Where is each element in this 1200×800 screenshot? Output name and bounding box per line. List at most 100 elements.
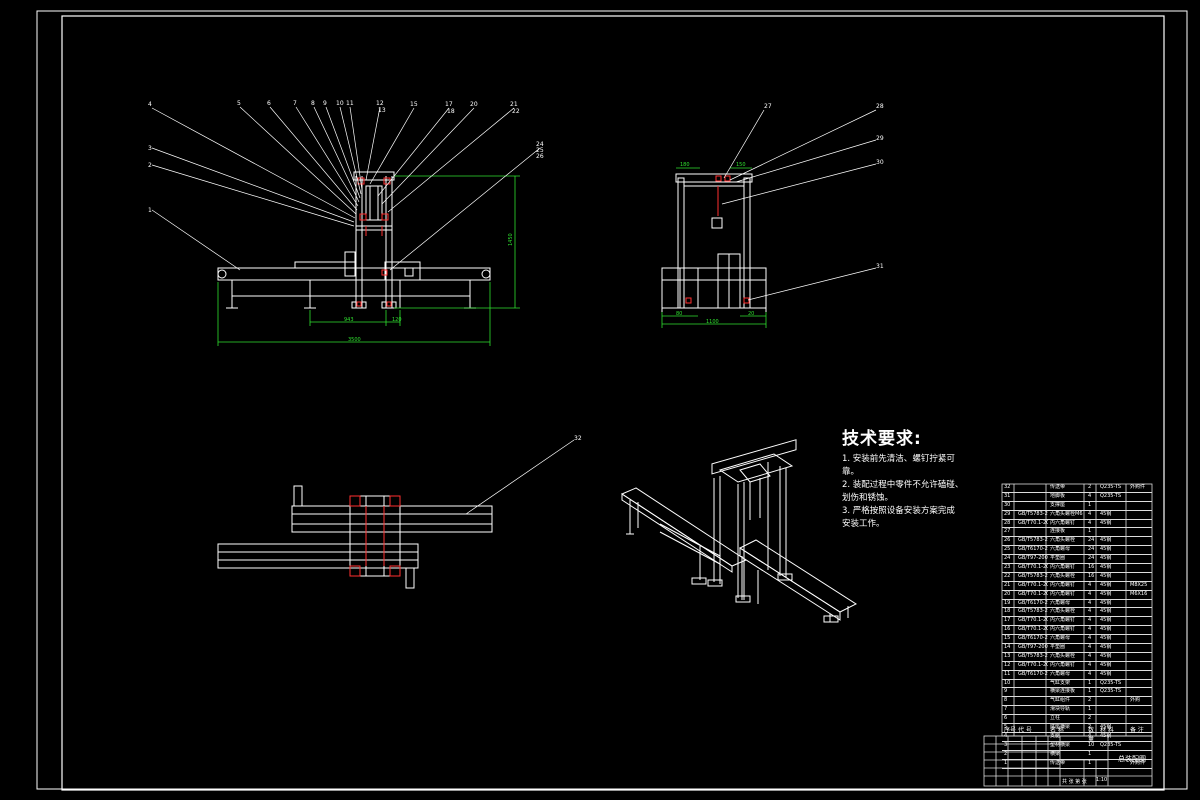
bom-cell-mat: 45钢: [1100, 644, 1112, 651]
technical-requirements: 技术要求: 1. 安装前先清洁、螺钉拧紧可 靠。 2. 装配过程中零件不允许磕碰…: [842, 424, 992, 531]
bom-cell-qty: 4: [1088, 670, 1092, 677]
bom-cell-qty: 4: [1088, 617, 1092, 624]
bom-cell-mat: 45钢: [1100, 537, 1112, 544]
bom-cell-code: GB/T70.1-2000: [1018, 564, 1048, 571]
bom-cell-no: 8: [1004, 697, 1008, 704]
bom-cell-mat: 45钢: [1100, 572, 1112, 579]
bom-cell-mat: 45钢: [1100, 608, 1112, 615]
bom-cell-mat: 45钢: [1100, 510, 1112, 517]
bom-cell-mat: Q235-TS: [1100, 688, 1122, 695]
bom-cell-no: 3: [1004, 741, 1008, 748]
bom-cell-code: GB/T6170-2000: [1018, 635, 1048, 642]
bom-cell-qty: 4: [1088, 661, 1092, 668]
bom-cell-qty: 4: [1088, 581, 1092, 588]
bom-cell-qty: 1: [1088, 759, 1092, 766]
bom-cell-name: 地脚板: [1050, 492, 1066, 499]
bom-cell-qty: 4: [1088, 732, 1092, 739]
bom-cell-code: GB/T6170-2000: [1018, 599, 1048, 606]
bom-cell-name: 连接板: [1050, 528, 1066, 535]
callout-30: 30: [876, 159, 884, 166]
bom-cell-code: GB/T5783-2000: [1018, 510, 1048, 517]
bom-cell-mat: 45钢: [1100, 581, 1112, 588]
bom-cell-name: 内六角螺钉: [1050, 590, 1076, 597]
plan-leader: [465, 439, 575, 515]
bom-cell-no: 9: [1004, 688, 1008, 695]
callout-17: 17: [445, 101, 453, 108]
callout-7: 7: [293, 100, 297, 107]
drawing-border-inner: [61, 15, 1165, 791]
bom-cell-no: 22: [1004, 572, 1011, 579]
bom-cell-name: 支腿: [1050, 732, 1061, 739]
bom-cell-no: 28: [1004, 519, 1011, 526]
bom-cell-no: 31: [1004, 492, 1011, 499]
front-dimensions: [217, 175, 520, 346]
bom-cell-code: GB/T5783-2000: [1018, 572, 1048, 579]
bom-cell-name: 气缸支架: [1050, 679, 1071, 686]
bom-cell-rem: 外购件: [1130, 759, 1146, 766]
bom-cell-mat: Q235-TS: [1100, 492, 1122, 499]
callout-4: 4: [148, 101, 152, 108]
bom-cell-name: 气缸组件: [1050, 697, 1071, 704]
bom-cell-no: 23: [1004, 564, 1011, 571]
dim-side-w: 1100: [706, 319, 719, 325]
bom-cell-no: 19: [1004, 599, 1011, 606]
callout-26: 26: [536, 153, 544, 160]
callout-15: 15: [410, 101, 418, 108]
bom-cell-name: 内六角螺钉: [1050, 519, 1076, 526]
bom-cell-name: 传送带: [1050, 484, 1066, 490]
bom-cell-no: 32: [1004, 484, 1011, 490]
bom-cell-no: 29: [1004, 510, 1011, 517]
bom-cell-code: GB/T97-2002: [1018, 555, 1048, 562]
bom-cell-no: 10: [1004, 679, 1011, 686]
bom-cell-name: 内六角螺钉: [1050, 617, 1076, 624]
bom-cell-mat: Q235-TS: [1100, 679, 1122, 686]
bom-cell-qty: 2: [1088, 715, 1092, 722]
bom-cell-name: 六角头螺栓: [1050, 608, 1076, 615]
bom-cell-code: GB/T97-2002: [1018, 644, 1048, 651]
bom-cell-no: 7: [1004, 706, 1008, 713]
bom-cell-no: 30: [1004, 501, 1011, 508]
bom-cell-code: GB/T6170-2000: [1018, 670, 1048, 677]
bom-cell-qty: 16: [1088, 572, 1095, 579]
callout-18: 18: [447, 108, 455, 115]
tech-line-4: 划伤和锈蚀。: [842, 493, 894, 503]
bom-cell-name: 平垫圈: [1050, 555, 1066, 562]
dim-total-len: 3500: [348, 337, 361, 343]
bom-cell-no: 17: [1004, 617, 1011, 624]
side-dim-labels: 1100 80 20 180 150: [676, 162, 754, 325]
callout-8: 8: [311, 100, 315, 107]
bom-cell-name: 六角螺母: [1050, 635, 1071, 642]
callout-9: 9: [323, 100, 327, 107]
bom-cell-no: 16: [1004, 626, 1011, 633]
bom-cell-no: 18: [1004, 608, 1011, 615]
plan-view-red-details: [349, 495, 401, 577]
bom-cell-name: 滑块导轨: [1050, 706, 1071, 713]
dim-side-a: 80: [676, 311, 682, 317]
callout-10: 10: [336, 100, 344, 107]
bom-cell-no: 6: [1004, 715, 1008, 722]
bom-cell-qty: 4: [1088, 599, 1092, 606]
bom-cell-no: 1: [1004, 759, 1008, 766]
bom-cell-name: 六角头螺栓M6: [1050, 510, 1083, 517]
bom-header-code: 代 号: [1018, 727, 1032, 734]
bom-cell-qty: 1: [1088, 750, 1092, 757]
bom-header-rem: 备 注: [1130, 727, 1144, 734]
bom-cell-mat: 45钢: [1100, 519, 1112, 526]
bom-cell-code: GB/T70.1-2000: [1018, 617, 1048, 624]
tech-line-2: 靠。: [842, 467, 860, 477]
bom-cell-mat: 45钢: [1100, 724, 1112, 731]
bom-cell-name: 六角头螺栓: [1050, 652, 1076, 659]
callout-31: 31: [876, 263, 884, 270]
scale-value: 1:10: [1096, 777, 1108, 783]
